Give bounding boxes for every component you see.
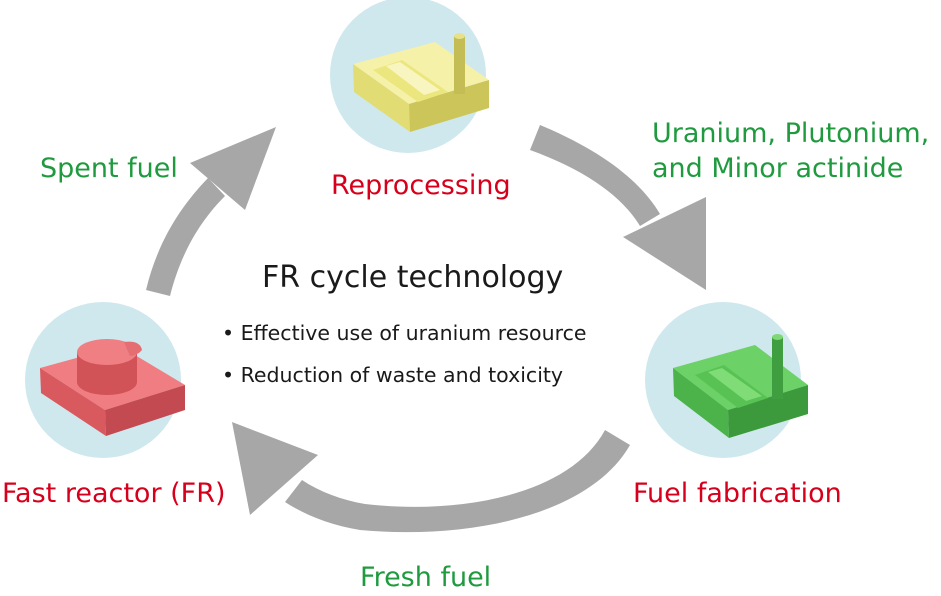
spent-fuel-label: Spent fuel bbox=[40, 153, 178, 184]
actinides-label-line2: and Minor actinide bbox=[652, 153, 904, 184]
fresh-fuel-label: Fresh fuel bbox=[360, 562, 492, 593]
reprocessing-plant-icon bbox=[353, 33, 489, 132]
reprocessing-label: Reprocessing bbox=[331, 170, 511, 201]
fast-reactor-label: Fast reactor (FR) bbox=[2, 478, 226, 509]
fresh-fuel-arrow bbox=[232, 422, 630, 533]
center-title: FR cycle technology bbox=[262, 260, 564, 295]
spent-fuel-arrow bbox=[146, 127, 276, 296]
actinides-label-line1: Uranium, Plutonium, bbox=[652, 118, 930, 149]
fuel-fabrication-label: Fuel fabrication bbox=[633, 478, 842, 509]
fuel-fabrication-plant-icon bbox=[673, 334, 808, 438]
fast-reactor-icon bbox=[40, 339, 185, 436]
actinides-arrow bbox=[530, 125, 706, 290]
bullet-waste-reduction: • Reduction of waste and toxicity bbox=[222, 363, 564, 387]
bullet-effective-use: • Effective use of uranium resource bbox=[222, 321, 587, 345]
